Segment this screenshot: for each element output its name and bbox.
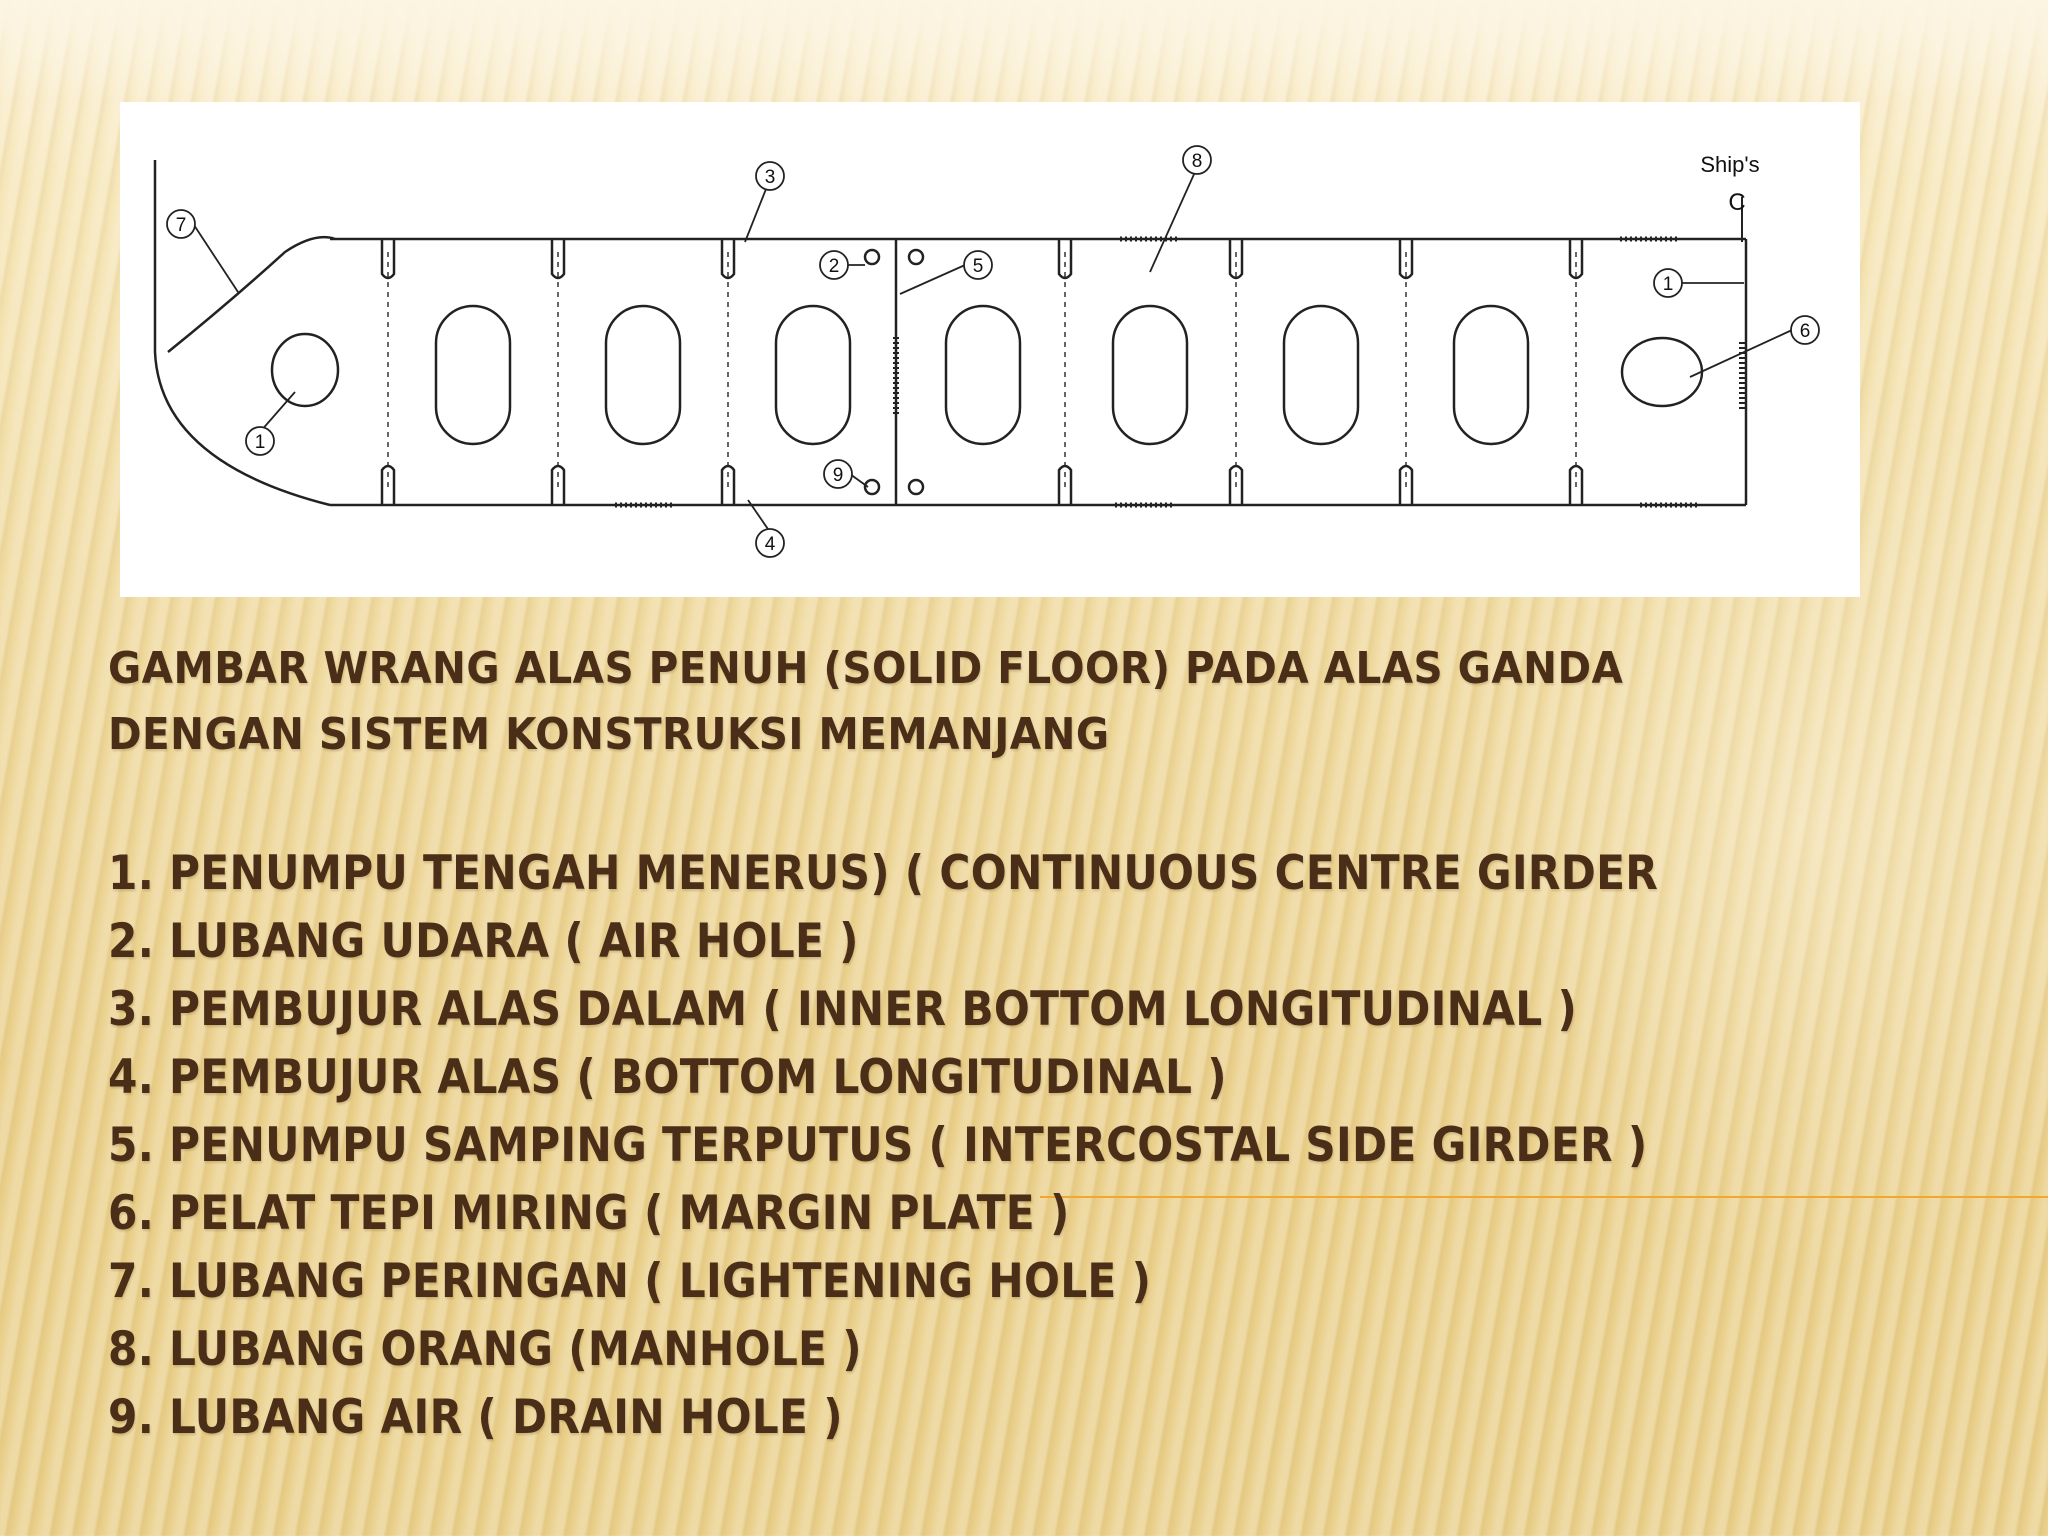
- margin-plate-line: [167, 235, 336, 353]
- oval-hole: [1111, 304, 1189, 446]
- ships-label: Ship's: [1700, 152, 1759, 177]
- callout-9: 9: [833, 465, 844, 486]
- legend-item: 2. LUBANG UDARA ( AIR HOLE ): [108, 914, 859, 969]
- legend-item: 7. LUBANG PERINGAN ( LIGHTENING HOLE ): [108, 1254, 1152, 1309]
- legend-item: 9. LUBANG AIR ( DRAIN HOLE ): [108, 1390, 843, 1445]
- lightening-holes: [270, 248, 1704, 496]
- legend-list: 1. PENUMPU TENGAH MENERUS) ( CONTINUOUS …: [108, 840, 1800, 1452]
- oval-hole: [1282, 304, 1360, 446]
- callout-3: 3: [765, 167, 776, 188]
- legend-item: 8. LUBANG ORANG (MANHOLE ): [108, 1322, 862, 1377]
- slide-title: GAMBAR WRANG ALAS PENUH (SOLID FLOOR) PA…: [108, 636, 1838, 768]
- oval-hole: [944, 304, 1022, 446]
- callout-5: 5: [973, 256, 984, 277]
- callout-1-right: 1: [1663, 274, 1674, 295]
- legend-item: 6. PELAT TEPI MIRING ( MARGIN PLATE ): [108, 1186, 1070, 1241]
- oval-hole: [1452, 304, 1530, 446]
- accent-line: [1040, 1196, 2048, 1198]
- round-hole-left: [270, 332, 340, 408]
- callout-circles: [166, 145, 1820, 558]
- oval-hole: [604, 304, 682, 446]
- callout-1-left: 1: [255, 432, 266, 453]
- legend-item: 1. PENUMPU TENGAH MENERUS) ( CONTINUOUS …: [108, 846, 1659, 901]
- callout-2: 2: [829, 256, 840, 277]
- frame-lines: [387, 252, 1577, 492]
- diagram-svg: 7 1 2 3 4 5 8 1 6 9 Ship's C: [153, 145, 1820, 558]
- background-top-band: [0, 0, 2048, 100]
- oval-hole: [774, 304, 852, 446]
- solid-floor-diagram: 7 1 2 3 4 5 8 1 6 9 Ship's C: [120, 102, 1860, 597]
- title-line-2: DENGAN SISTEM KONSTRUKSI MEMANJANG: [108, 709, 1110, 760]
- callout-4: 4: [765, 534, 776, 555]
- hull-side: [153, 160, 331, 507]
- oval-hole: [434, 304, 512, 446]
- callout-7: 6: [1800, 321, 1811, 342]
- weld-marks: [615, 236, 1745, 508]
- title-line-1: GAMBAR WRANG ALAS PENUH (SOLID FLOOR) PA…: [108, 643, 1624, 694]
- legend-item: 3. PEMBUJUR ALAS DALAM ( INNER BOTTOM LO…: [108, 982, 1578, 1037]
- centerline-symbol: C: [1728, 189, 1745, 216]
- callout-6: 7: [176, 215, 187, 236]
- callout-leaders: [191, 171, 1793, 533]
- callout-8: 8: [1192, 151, 1203, 172]
- legend-item: 5. PENUMPU SAMPING TERPUTUS ( INTERCOSTA…: [108, 1118, 1648, 1173]
- longitudinal-slots: [380, 239, 1584, 505]
- round-hole-right: [1620, 336, 1704, 408]
- legend-item: 4. PEMBUJUR ALAS ( BOTTOM LONGITUDINAL ): [108, 1050, 1227, 1105]
